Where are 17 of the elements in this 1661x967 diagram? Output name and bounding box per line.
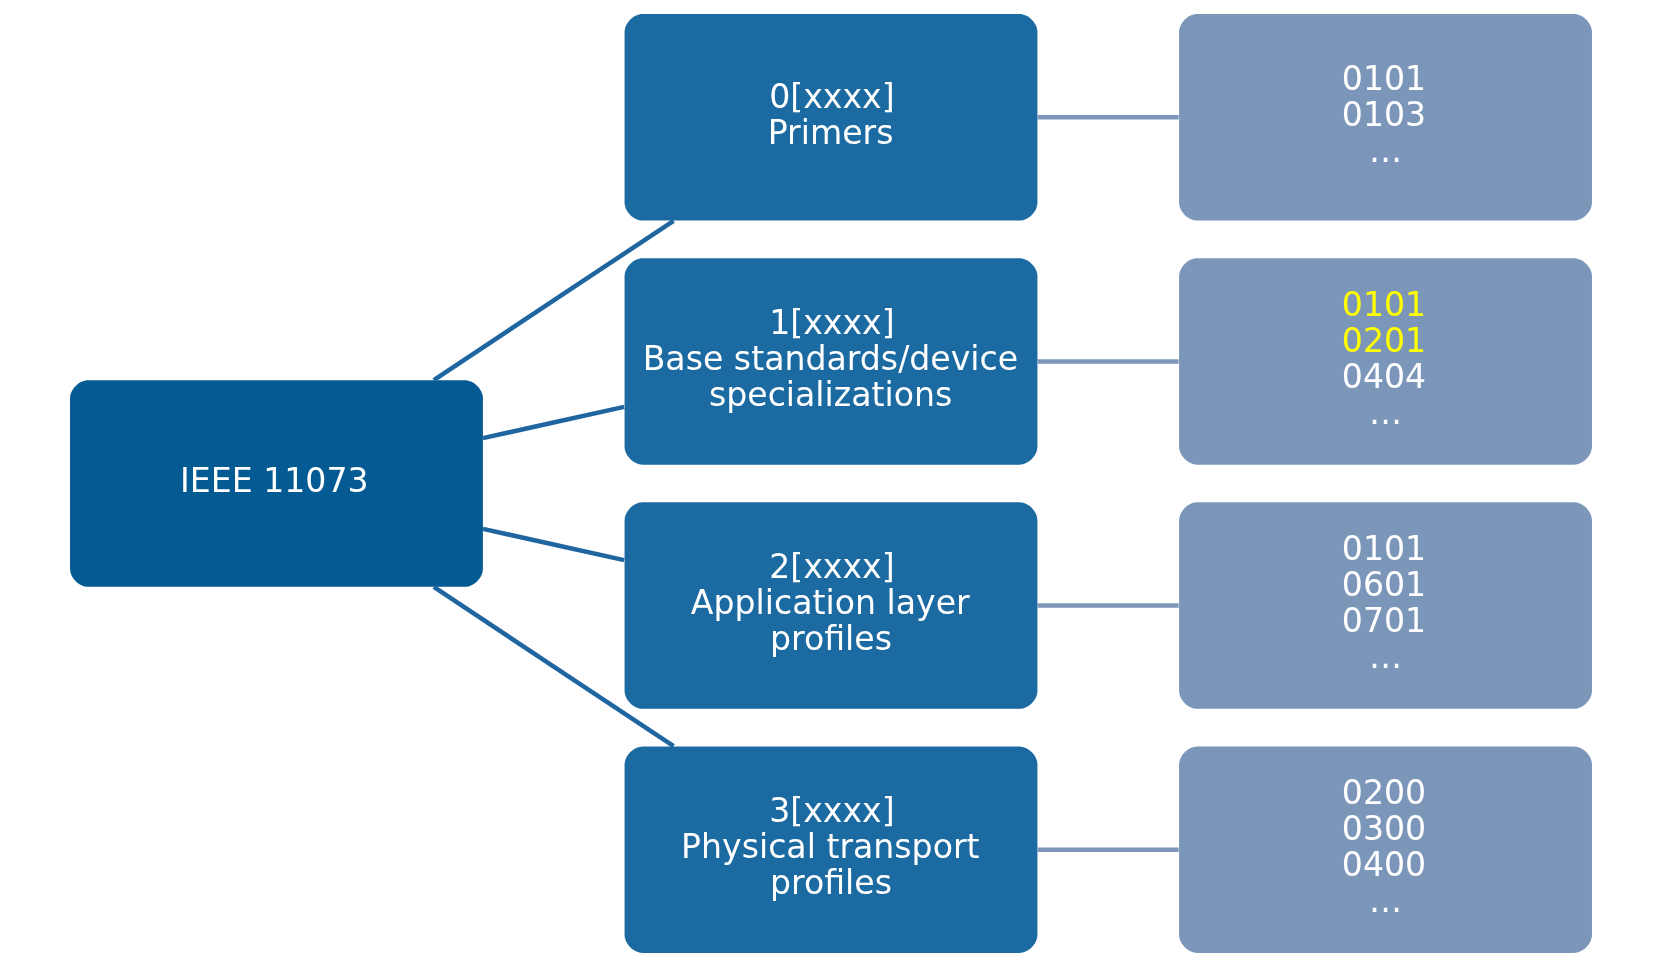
node-box: 0101 0601 0701 … bbox=[1178, 502, 1592, 709]
connector bbox=[1036, 847, 1179, 852]
node-box: 0[xxxx] Primers bbox=[624, 14, 1037, 221]
connector bbox=[1036, 115, 1179, 120]
connector bbox=[432, 218, 675, 382]
node-box: 0101 0103 … bbox=[1178, 14, 1592, 221]
connector bbox=[1036, 359, 1179, 364]
connector bbox=[481, 526, 625, 563]
node-box: 0101 0201 0404 … bbox=[1178, 258, 1592, 465]
connector bbox=[432, 585, 675, 749]
node-box: 3[xxxx] Physical transport profiles bbox=[624, 746, 1037, 953]
connector bbox=[481, 404, 625, 441]
connector bbox=[1036, 603, 1179, 608]
node-box: 2[xxxx] Application layer profiles bbox=[624, 502, 1037, 709]
node-box: IEEE 11073 bbox=[69, 380, 483, 587]
node-box: 1[xxxx] Base standards/device specializations bbox=[624, 258, 1037, 465]
node-box: 0200 0300 0400 … bbox=[1178, 746, 1592, 953]
